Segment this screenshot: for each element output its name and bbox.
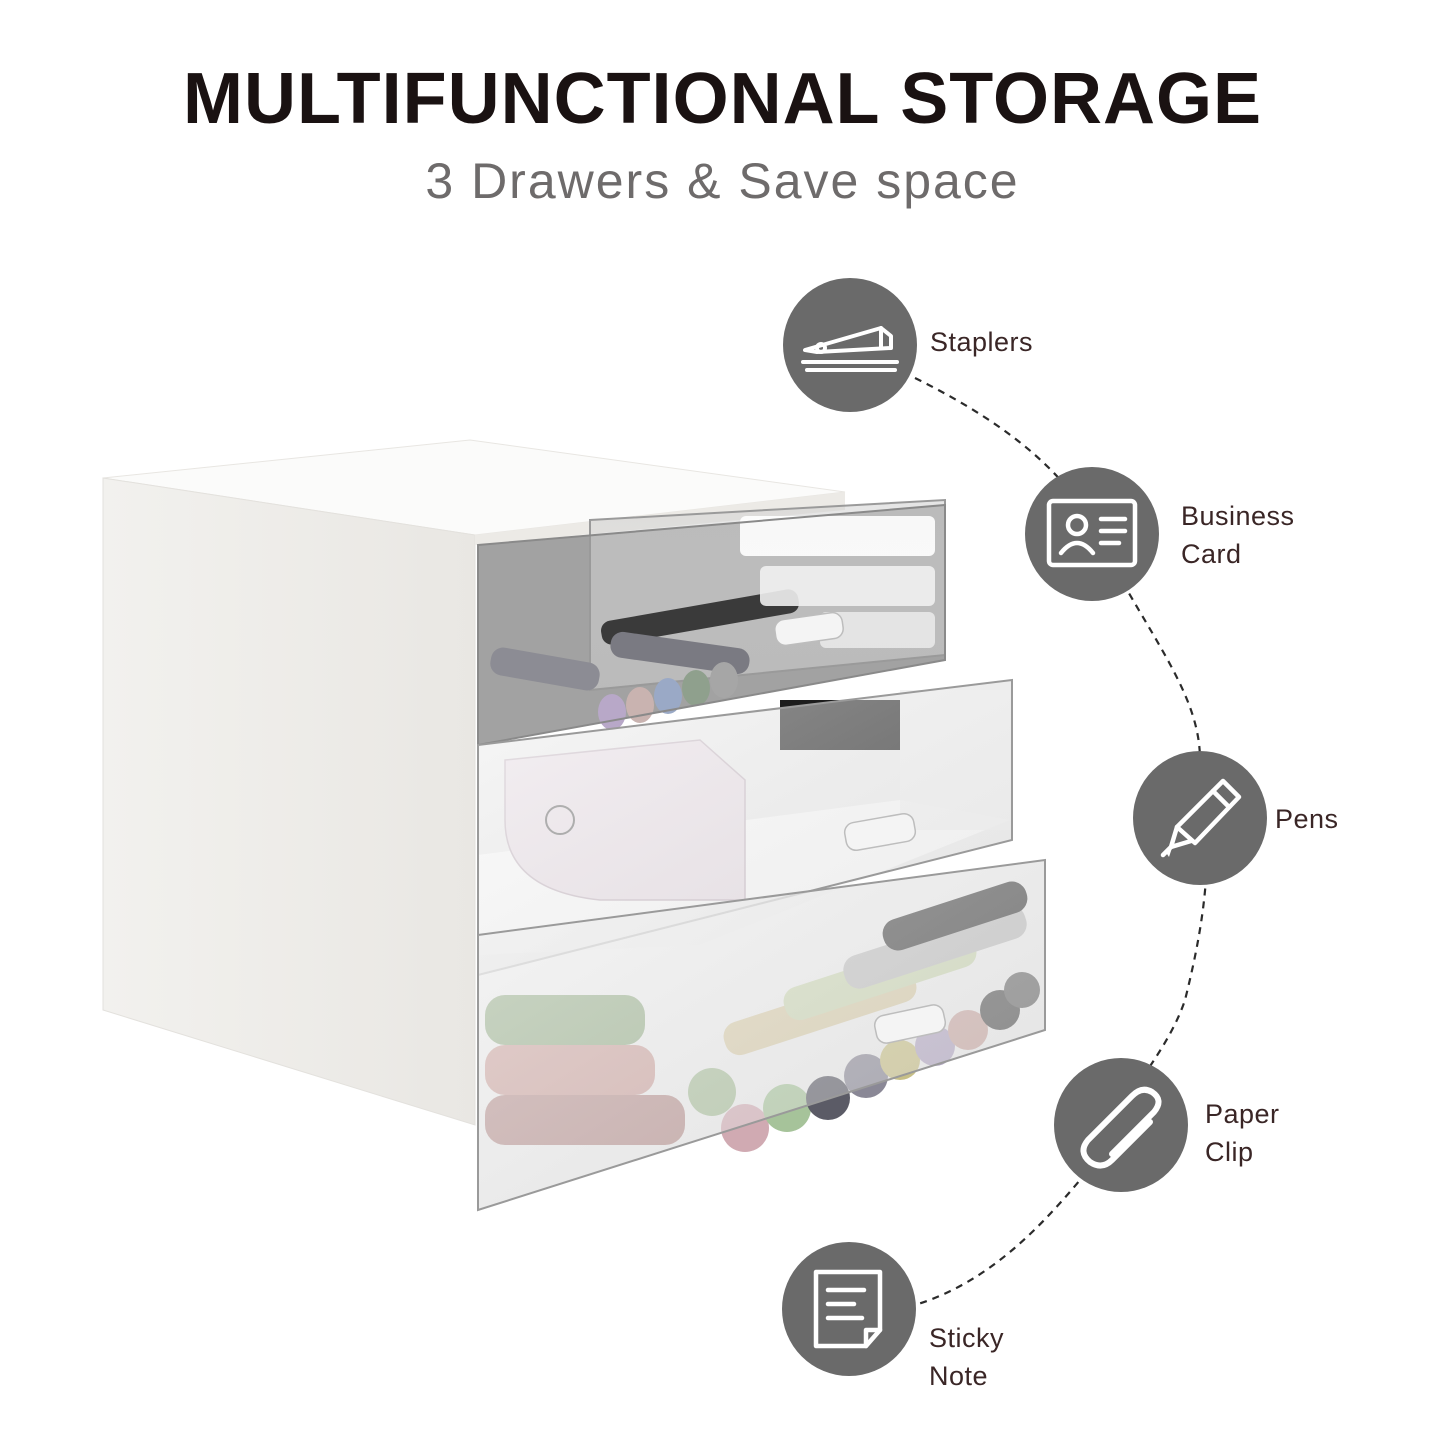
business-card-icon <box>1046 498 1138 568</box>
stapler-feature-circle <box>783 278 917 412</box>
bottom-drawer-handle <box>873 1004 947 1044</box>
top-drawer <box>477 498 946 747</box>
top-drawer-pens <box>490 516 935 730</box>
sticky-note-feature-circle <box>782 1242 916 1376</box>
pen-icon <box>1160 778 1242 858</box>
pens-feature-circle <box>1133 751 1267 885</box>
paper-clip-icon <box>1080 1086 1162 1169</box>
cabinet <box>102 439 846 1126</box>
feature-label-paper-clip: Paper Clip <box>1205 1099 1280 1167</box>
feature-label-staplers: Staplers <box>930 327 1034 357</box>
feature-label-sticky-note: Sticky Note <box>929 1323 1005 1391</box>
page-title: MULTIFUNCTIONAL STORAGE <box>183 59 1262 139</box>
middle-drawer-handle <box>843 812 917 852</box>
business-card-feature-circle <box>1025 467 1159 601</box>
bottom-drawer <box>477 858 1046 1212</box>
middle-drawer <box>477 678 1013 977</box>
feature-label-pens: Pens <box>1275 804 1339 834</box>
top-drawer-handle <box>774 611 844 647</box>
page-subtitle: 3 Drawers & Save space <box>425 153 1020 209</box>
feature-label-business-card: Business Card <box>1181 501 1295 569</box>
sticky-note-icon <box>813 1269 883 1349</box>
stapler-icon <box>801 326 899 372</box>
paper-clip-feature-circle <box>1054 1058 1188 1192</box>
